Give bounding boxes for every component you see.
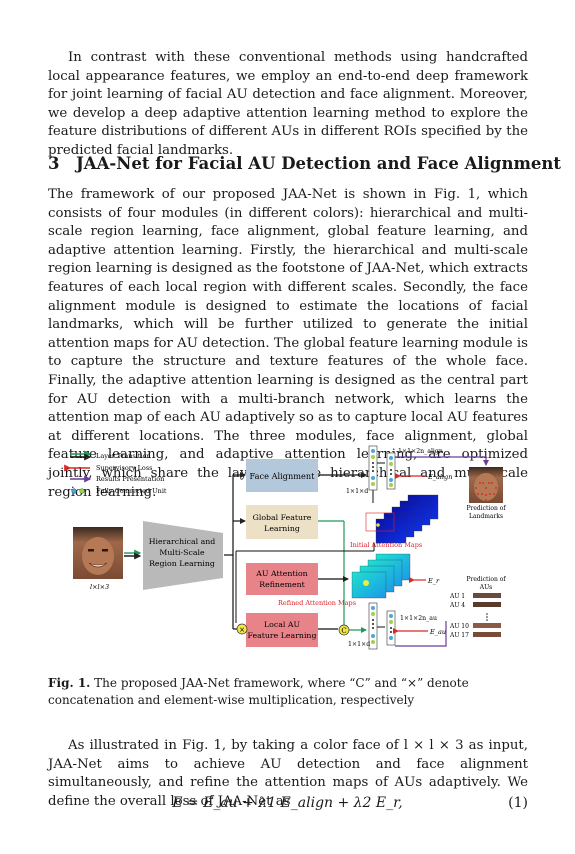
hmrl-module <box>143 521 223 590</box>
face-alignment-label: Face Alignment <box>250 471 316 481</box>
global-feature-label-line1: Global Feature <box>253 513 312 522</box>
local-au-module <box>246 613 318 647</box>
au-row-label: AU 10 <box>449 623 469 630</box>
dim-au-label: 1×1×2n_au <box>400 615 437 622</box>
dim-align-label: 1×1×2n_align <box>398 448 443 455</box>
initial-attention-maps <box>365 494 439 544</box>
intro-paragraph: In contrast with these conventional meth… <box>48 50 528 158</box>
au-row-strip <box>473 593 501 598</box>
section-paragraph: The framework of our proposed JAA-Net is… <box>48 187 528 500</box>
aus-caption-line1: Prediction of <box>466 576 506 583</box>
loss-align-label: E_align <box>427 473 452 481</box>
hmrl-label-line2: Multi-Scale <box>159 548 205 557</box>
au-refine-label-line2: Refinement <box>259 580 305 589</box>
dim-d-bottom-label: 1×1×d <box>348 641 370 648</box>
closing-paragraph: As illustrated in Fig. 1, by taking a co… <box>48 738 528 809</box>
au-row-strip <box>473 623 501 628</box>
caption-label: Fig. 1. <box>48 676 91 690</box>
caption-text: The proposed JAA-Net framework, where “C… <box>48 676 469 707</box>
local-au-label-line1: Local AU <box>264 620 300 629</box>
section-heading: 3 JAA-Net for Facial AU Detection and Fac… <box>48 154 561 173</box>
fc-column-align <box>368 445 378 491</box>
au-attention-refinement-module <box>246 563 318 595</box>
equation-number: (1) <box>508 795 528 811</box>
legend-fc-unit: Fully-Connected Unit <box>96 487 167 495</box>
layer-transition-legend-icon <box>70 450 92 461</box>
global-feature-label-line2: Learning <box>264 524 300 533</box>
figure-caption: Fig. 1. The proposed JAA-Net framework, … <box>48 675 528 709</box>
aus-caption-line2: AUs <box>479 584 492 591</box>
section-title: JAA-Net for Facial AU Detection and Face… <box>76 154 562 173</box>
landmarks-caption-line2: Landmarks <box>469 513 503 520</box>
legend-supervisory-loss: Supervisory Loss <box>96 464 153 472</box>
jaa-net-figure: Layer Transition Supervisory Loss Result… <box>64 445 506 650</box>
hmrl-label-line3: Region Learning <box>149 559 215 568</box>
concat-symbol: C <box>341 627 346 635</box>
legend: Layer Transition Supervisory Loss Result… <box>64 450 167 495</box>
loss-au-label: E_au <box>429 628 446 636</box>
local-au-label-line2: Feature Learning <box>248 631 317 640</box>
fc-column-au <box>368 602 378 650</box>
landmark-prediction-image <box>469 467 503 503</box>
au-row-strip <box>473 632 501 637</box>
section-number: 3 <box>48 154 60 173</box>
au-row-label: AU 1 <box>449 593 465 600</box>
multiply-node <box>236 623 248 635</box>
global-feature-module <box>246 505 318 539</box>
equation-expression: E = E_au + λ1 E_align + λ2 E_r, <box>172 795 403 811</box>
legend-results-presentation: Results Presentation <box>96 475 164 483</box>
loss-r-label: E_r <box>427 577 440 585</box>
refined-maps-label: Refined Attention Maps <box>278 599 356 607</box>
au-row-label: AU 17 <box>449 632 469 639</box>
dim-d-top-label: 1×1×d <box>346 488 368 495</box>
au-prediction-list: AU 1 AU 4 AU 10 AU 17 <box>449 593 501 639</box>
face-alignment-module <box>246 459 318 492</box>
refined-attention-maps <box>351 553 411 599</box>
hmrl-label-line1: Hierarchical and <box>149 537 216 546</box>
landmarks-caption-line1: Prediction of <box>466 505 506 512</box>
fc-column-align-out <box>386 452 396 490</box>
input-size-label: l×l×3 <box>90 583 109 591</box>
au-row-strip <box>473 602 501 607</box>
au-refine-label-line1: AU Attention <box>255 569 307 578</box>
multiply-symbol: × <box>239 626 245 634</box>
input-face-image <box>73 527 123 579</box>
legend-layer-transition: Layer Transition <box>96 452 151 460</box>
fc-unit-legend-icon <box>71 488 85 494</box>
fc-column-au-out <box>386 610 396 646</box>
initial-maps-label: Initial Attention Maps <box>350 541 422 549</box>
au-row-label: AU 4 <box>449 602 465 609</box>
